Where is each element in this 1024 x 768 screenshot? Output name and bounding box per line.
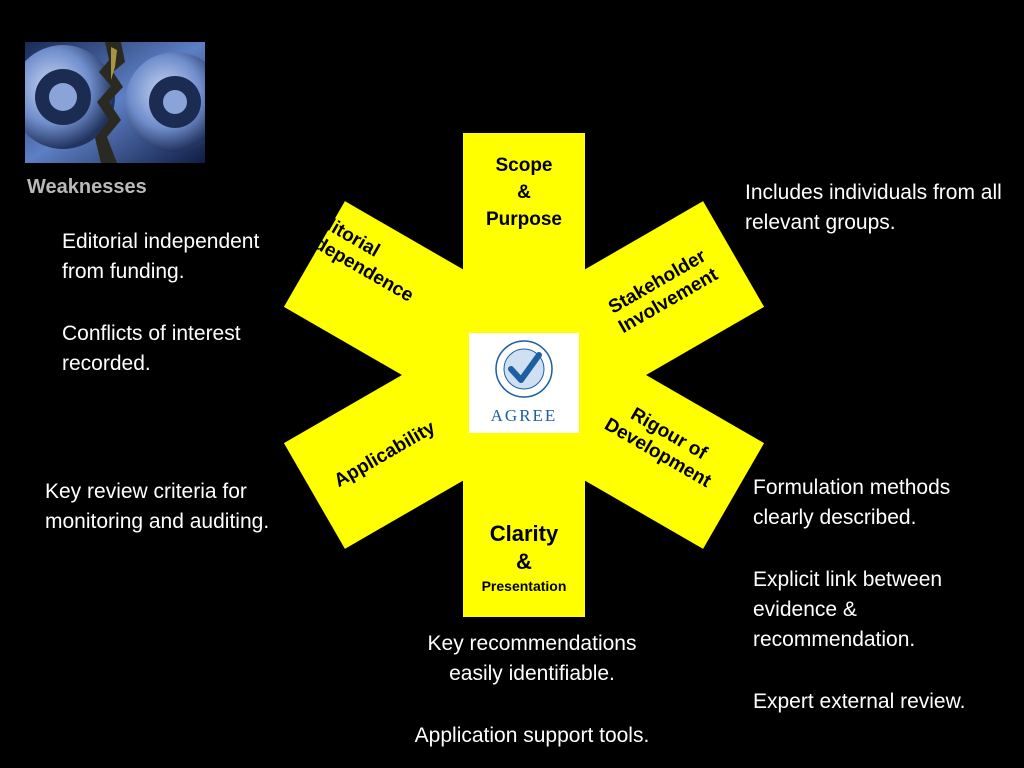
gears-image [11,42,225,163]
note-stakeholder: Includes individuals from all relevant g… [745,181,1002,234]
note-rigour: Formulation methods clearly described. E… [753,476,966,713]
gears-icon [11,42,225,163]
agree-logo-text: AGREE [490,406,558,425]
note-applicability: Key review criteria for monitoring and a… [45,480,270,533]
arm-scope-purpose: Scope & Purpose [485,155,563,230]
agree-checkmark-icon [495,340,553,398]
arm-clarity-presentation: Clarity & Presentation [481,521,567,594]
note-editorial: Editorial independent from funding. Conf… [62,230,260,375]
weaknesses-heading: Weaknesses [27,176,147,198]
note-clarity: Key recommendations easily identifiable.… [414,632,650,747]
agree-logo: AGREE [469,333,579,433]
